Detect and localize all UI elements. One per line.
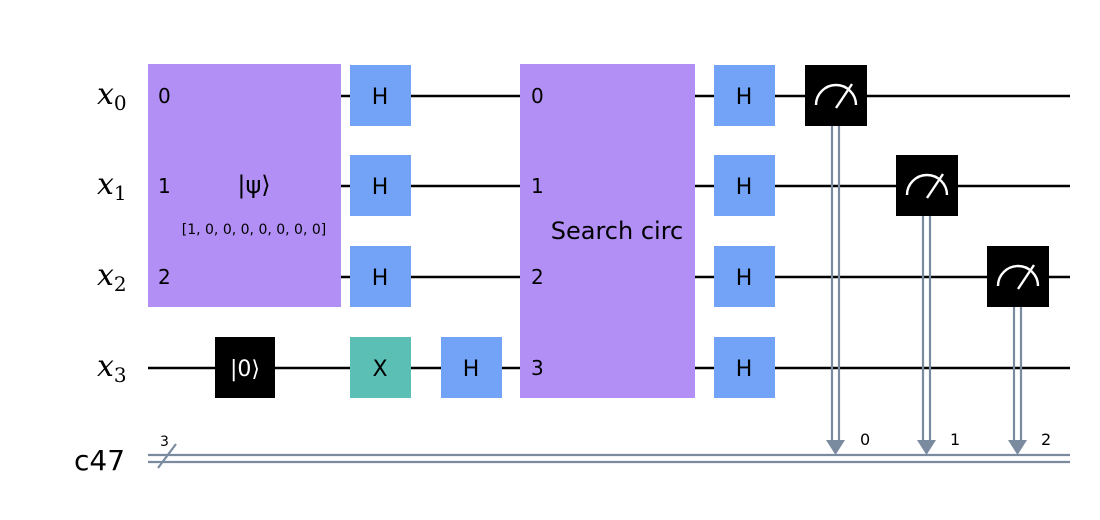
search-input-3: 3 <box>531 356 544 380</box>
h-gate-label: H <box>736 85 753 110</box>
h-gate-x0-first[interactable]: H <box>350 65 411 126</box>
classical-wire: 3 <box>148 434 1070 469</box>
qubit-label-2: x2 <box>97 258 127 296</box>
classical-register-label: c47 <box>74 444 125 477</box>
search-input-1: 1 <box>531 174 544 198</box>
init-gate-label: |ψ⟩ <box>237 171 270 199</box>
init-input-1: 1 <box>158 174 171 198</box>
reset-gate[interactable]: |0⟩ <box>215 337 275 398</box>
measure-target-0: 0 <box>860 430 870 449</box>
meter-icon <box>905 173 949 199</box>
h-gate-x0-final[interactable]: H <box>714 65 775 126</box>
meter-icon <box>996 264 1040 290</box>
search-gate-label: Search circ <box>551 217 683 245</box>
measure-target-1: 1 <box>950 430 960 449</box>
h-gate-label: H <box>736 357 753 382</box>
h-gate-label: H <box>736 266 753 291</box>
x-gate-label: X <box>372 357 387 382</box>
measure-target-2: 2 <box>1041 430 1051 449</box>
search-input-0: 0 <box>531 84 544 108</box>
h-gate-x2-final[interactable]: H <box>714 246 775 307</box>
h-gate-label: H <box>372 266 389 291</box>
h-gate-label: H <box>372 85 389 110</box>
measure-arrow-2 <box>1008 440 1027 455</box>
qubit-label-1: x1 <box>97 167 127 205</box>
measure-arrow-1 <box>917 440 936 455</box>
init-input-0: 0 <box>158 84 171 108</box>
measure-gate-0[interactable]: 0 <box>805 65 870 455</box>
measure-arrow-0 <box>826 440 845 455</box>
search-circuit-gate[interactable]: 0 1 2 3 Search circ <box>520 64 695 398</box>
h-gate-label: H <box>372 175 389 200</box>
h-gate-x3-final[interactable]: H <box>714 337 775 398</box>
h-gate-x1-final[interactable]: H <box>714 155 775 216</box>
qubit-label-0: x0 <box>97 77 127 115</box>
h-gate-x1-first[interactable]: H <box>350 155 411 216</box>
initialize-gate[interactable]: 0 1 2 |ψ⟩ [1, 0, 0, 0, 0, 0, 0, 0] <box>148 64 341 307</box>
qubit-label-3: x3 <box>97 349 127 387</box>
x-gate-x3[interactable]: X <box>350 337 411 398</box>
measure-gate-2[interactable]: 2 <box>987 246 1051 455</box>
search-input-2: 2 <box>531 265 544 289</box>
measure-gate-1[interactable]: 1 <box>896 155 960 455</box>
init-gate-params: [1, 0, 0, 0, 0, 0, 0, 0] <box>182 222 326 238</box>
bundle-slash <box>157 443 177 469</box>
h-gate-x3-second[interactable]: H <box>441 337 502 398</box>
meter-icon <box>814 83 858 109</box>
classical-width: 3 <box>160 434 169 450</box>
h-gate-label: H <box>463 357 480 382</box>
h-gate-label: H <box>736 175 753 200</box>
reset-gate-label: |0⟩ <box>230 357 260 382</box>
init-input-2: 2 <box>158 265 171 289</box>
h-gate-x2-first[interactable]: H <box>350 246 411 307</box>
